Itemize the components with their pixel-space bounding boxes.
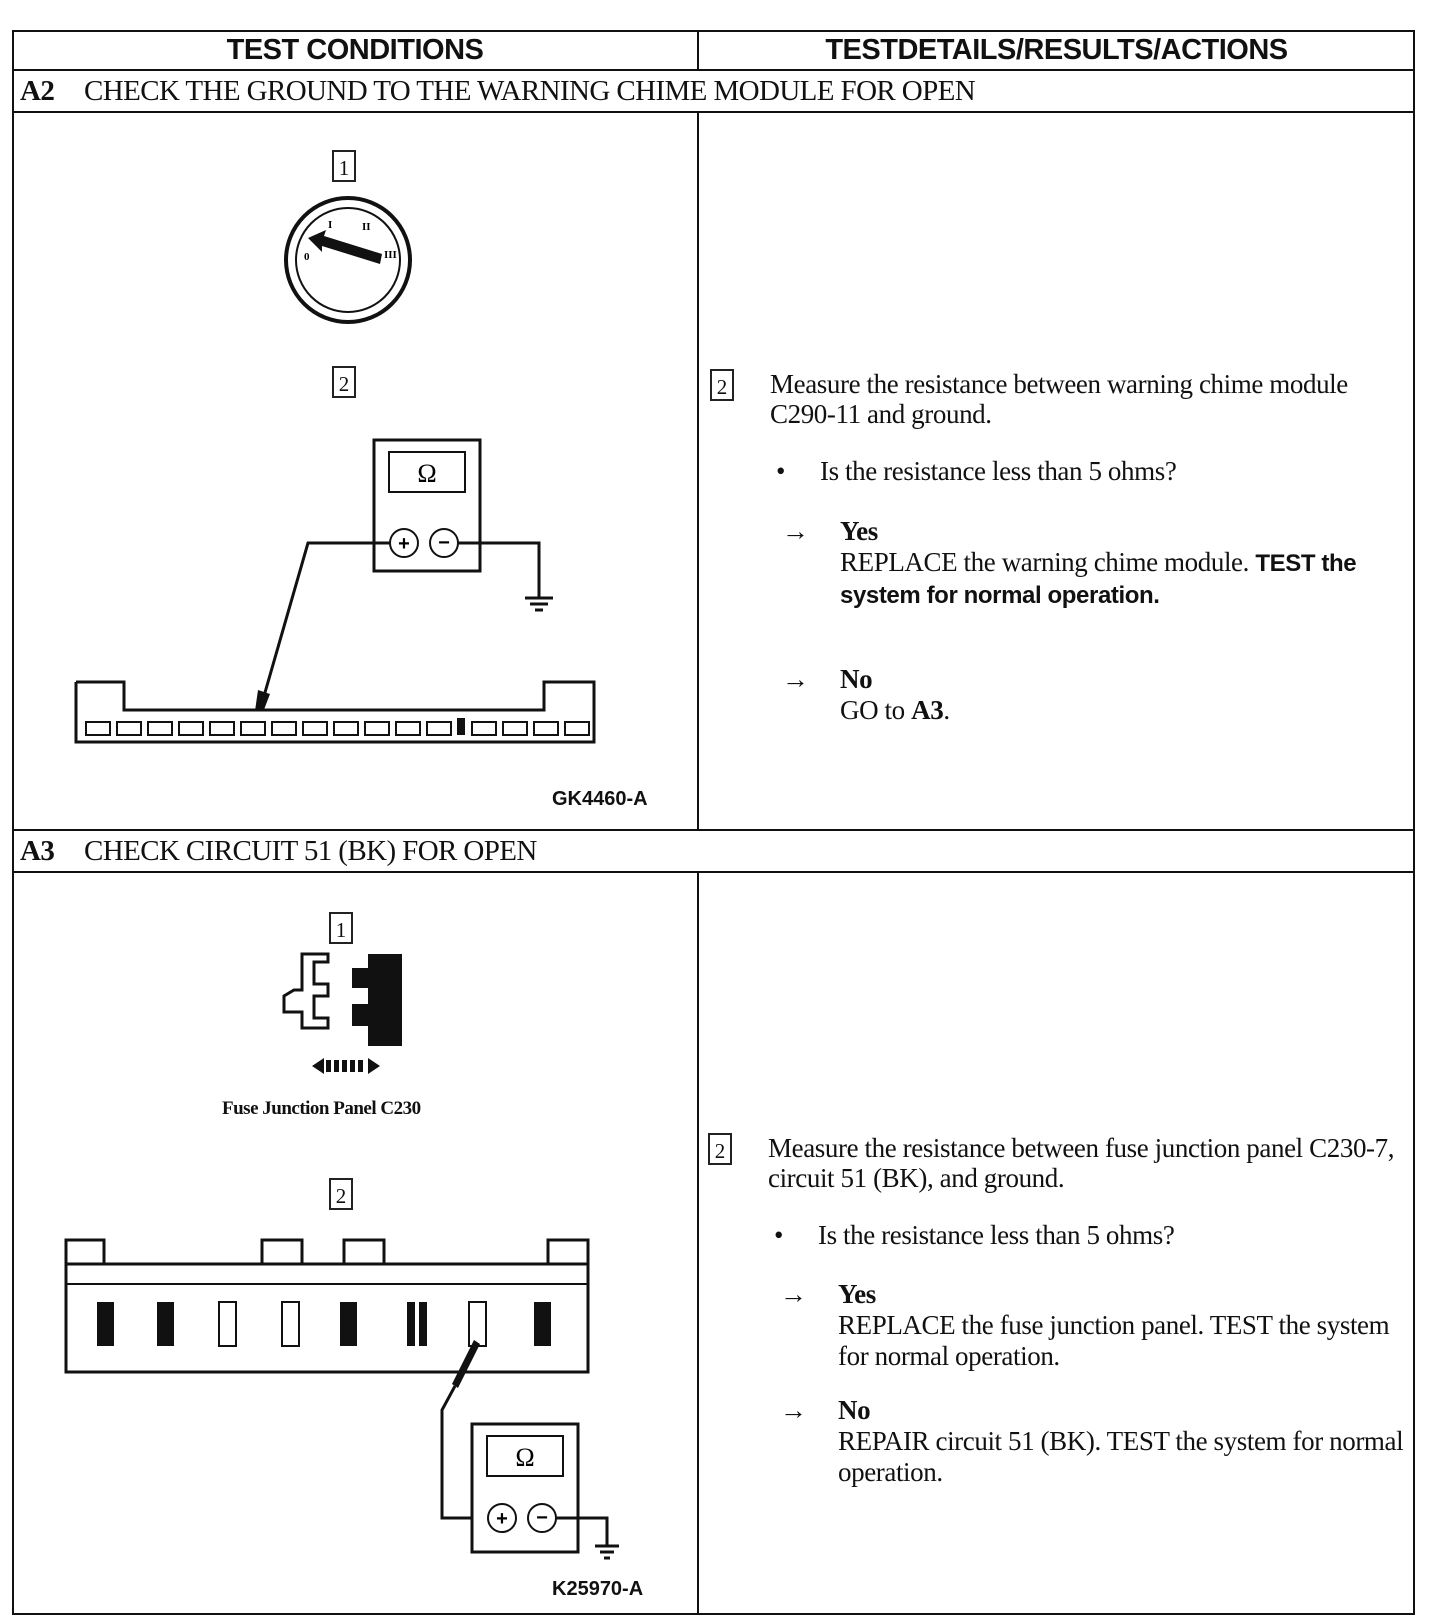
bullet: •	[776, 456, 786, 486]
answer-text: REPAIR circuit 51 (BK). TEST the system …	[838, 1426, 1404, 1487]
ohm-symbol: Ω	[515, 1443, 534, 1472]
arrow-icon: →	[782, 516, 809, 546]
section-heading: CHECK CIRCUIT 51 (BK) FOR OPEN	[84, 835, 537, 867]
disconnect-connector-icon	[282, 952, 402, 1074]
step-instruction: Measure the resistance between warning c…	[770, 369, 1348, 429]
svg-text:+: +	[398, 533, 410, 555]
ignition-position-label: I	[328, 219, 332, 231]
step-number-box: 2	[708, 1133, 732, 1165]
step-number-box: 1	[329, 912, 353, 944]
answer-no: No GO to A3.	[840, 664, 1400, 726]
section-heading: CHECK THE GROUND TO THE WARNING CHIME MO…	[84, 75, 976, 107]
answer-label: No	[840, 664, 873, 694]
section-title-a3: A3 CHECK CIRCUIT 51 (BK) FOR OPEN	[12, 831, 1415, 871]
test-table: TEST CONDITIONS TESTDETAILS/RESULTS/ACTI…	[12, 30, 1415, 1615]
bullet: •	[774, 1220, 784, 1250]
answer-yes: Yes REPLACE the warning chime module. TE…	[840, 516, 1400, 611]
ohm-symbol: Ω	[417, 459, 436, 488]
section-id: A2	[20, 75, 55, 107]
answer-text: REPLACE the fuse junction panel. TEST th…	[838, 1310, 1390, 1371]
answer-text: REPLACE the warning chime module.	[840, 547, 1249, 577]
header-test-conditions: TEST CONDITIONS	[226, 34, 484, 66]
answer-punctuation: .	[943, 695, 950, 725]
table-grid	[12, 30, 1415, 1615]
arrow-icon: →	[782, 664, 809, 694]
answer-label: Yes	[838, 1279, 876, 1309]
step-instruction: Measure the resistance between fuse junc…	[768, 1133, 1395, 1193]
connector-caption: Fuse Junction Panel C230	[222, 1098, 421, 1119]
svg-text:+: +	[496, 1508, 508, 1530]
section-title-a2: A2 CHECK THE GROUND TO THE WARNING CHIME…	[12, 71, 1415, 111]
arrow-icon: →	[780, 1279, 807, 1309]
header-test-details: TESTDETAILS/RESULTS/ACTIONS	[825, 34, 1288, 66]
section-reference: A3	[911, 695, 944, 725]
answer-label: Yes	[840, 516, 878, 546]
question-text: Is the resistance less than 5 ohms?	[820, 456, 1177, 486]
ignition-switch-icon: 0 I II III	[284, 196, 412, 324]
answer-text-bold: TEST the system for normal operation.	[840, 550, 1357, 609]
ohmmeter-connector-diagram: Ω + −	[74, 438, 596, 744]
answer-label: No	[838, 1395, 871, 1425]
figure-id: K25970-A	[552, 1578, 644, 1600]
step-number-box: 2	[329, 1178, 353, 1210]
ignition-position-label: III	[384, 249, 397, 261]
svg-text:−: −	[536, 1507, 548, 1529]
section-id: A3	[20, 835, 55, 867]
step-number-box: 1	[332, 150, 356, 182]
step-number-box: 2	[332, 366, 356, 398]
fuse-panel-ohmmeter-diagram: Ω + −	[64, 1238, 619, 1560]
answer-text: GO to	[840, 695, 905, 725]
figure-id: GK4460-A	[552, 788, 648, 810]
arrow-icon: →	[780, 1395, 807, 1425]
question-text: Is the resistance less than 5 ohms?	[818, 1220, 1175, 1250]
ignition-position-label: 0	[304, 251, 310, 263]
step-number-box: 2	[710, 369, 734, 401]
answer-yes: Yes REPLACE the fuse junction panel. TES…	[838, 1279, 1408, 1372]
svg-text:−: −	[438, 532, 450, 554]
answer-no: No REPAIR circuit 51 (BK). TEST the syst…	[838, 1395, 1408, 1488]
ignition-position-label: II	[362, 221, 371, 233]
